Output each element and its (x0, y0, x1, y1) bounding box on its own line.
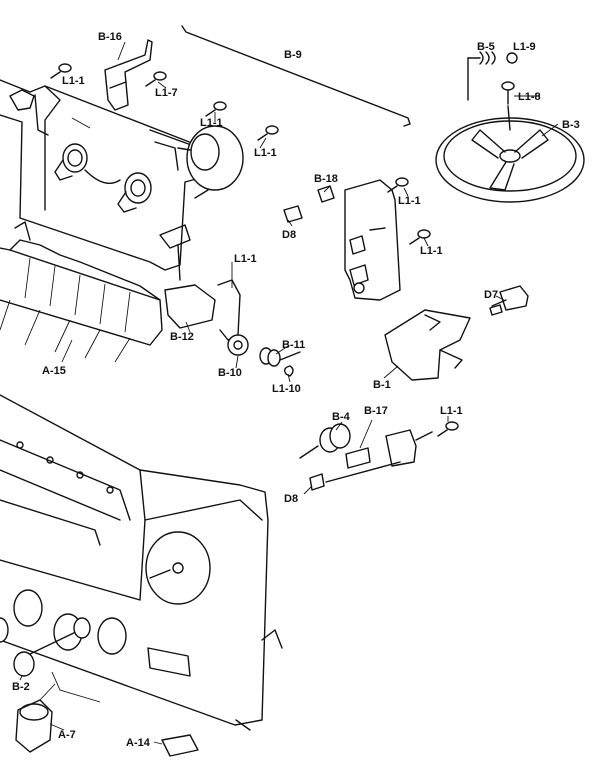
label-b4: B-4 (332, 411, 351, 423)
bracket-b16 (104, 39, 153, 111)
label-l1-1-b: L1-1 (200, 117, 223, 129)
rod-b9 (181, 25, 411, 127)
knob-a7 (15, 683, 56, 753)
label-b11: B-11 (282, 339, 305, 351)
label-l1-1-d: L1-1 (398, 195, 421, 207)
label-d7: D7 (484, 289, 498, 301)
part-labels: B-16 B-9 B-5 L1-9 L1-8 B-3 L1-1 L1-7 L1-… (12, 31, 580, 749)
label-l1-10: L1-10 (272, 383, 301, 395)
label-a14: A-14 (126, 737, 151, 749)
front-panel (0, 394, 283, 731)
switch-plate (344, 177, 431, 301)
label-b9: B-9 (284, 49, 302, 61)
label-l1-1-a: L1-1 (62, 75, 85, 87)
label-b3: B-3 (562, 119, 580, 131)
reel-b3 (435, 117, 585, 203)
label-l1-1-g: L1-1 (440, 405, 463, 417)
label-d8-b: D8 (284, 493, 298, 505)
label-b18: B-18 (314, 173, 338, 185)
label-b16: B-16 (98, 31, 122, 43)
small-parts-b5 (467, 51, 518, 131)
label-b10: B-10 (218, 367, 242, 379)
label-d8-a: D8 (282, 229, 296, 241)
bracket-b12 (164, 279, 249, 356)
switch-b18 (283, 185, 335, 223)
label-l1-7: L1-7 (155, 87, 178, 99)
label-a15: A-15 (42, 365, 66, 377)
label-l1-1-e: L1-1 (420, 245, 443, 257)
label-l1-1-f: L1-1 (234, 253, 257, 265)
label-l1-1-c: L1-1 (254, 147, 277, 159)
leader-lines (19, 41, 559, 745)
label-b12: B-12 (170, 331, 194, 343)
label-b17: B-17 (364, 405, 388, 417)
label-b2: B-2 (12, 681, 30, 693)
spring-b11 (259, 347, 301, 377)
knob-b2 (0, 617, 91, 677)
label-b5: B-5 (477, 41, 495, 53)
label-l1-9: L1-9 (513, 41, 536, 53)
label-b1: B-1 (373, 379, 391, 391)
part-d7 (489, 285, 529, 316)
screws-top (50, 63, 279, 141)
chassis-frame (0, 79, 244, 281)
switch-bank-a15 (0, 221, 163, 363)
pad-a14 (161, 734, 199, 757)
label-l1-8: L1-8 (518, 91, 541, 103)
label-a7: A-7 (58, 729, 76, 741)
part-b1 (384, 309, 471, 381)
switch-b4 (299, 421, 459, 491)
